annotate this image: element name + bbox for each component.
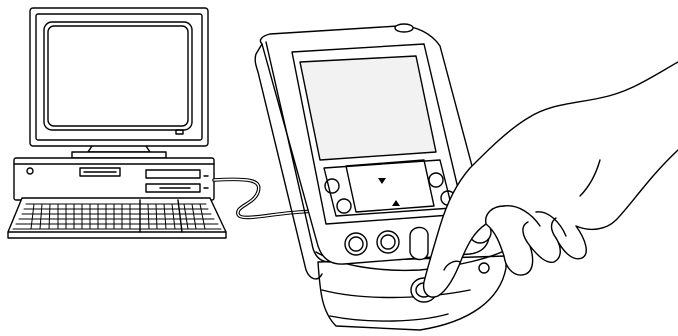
keyboard-icon bbox=[8, 198, 226, 238]
system-unit-icon bbox=[14, 158, 214, 200]
desktop-computer-icon bbox=[8, 8, 226, 238]
monitor-icon bbox=[30, 8, 208, 158]
